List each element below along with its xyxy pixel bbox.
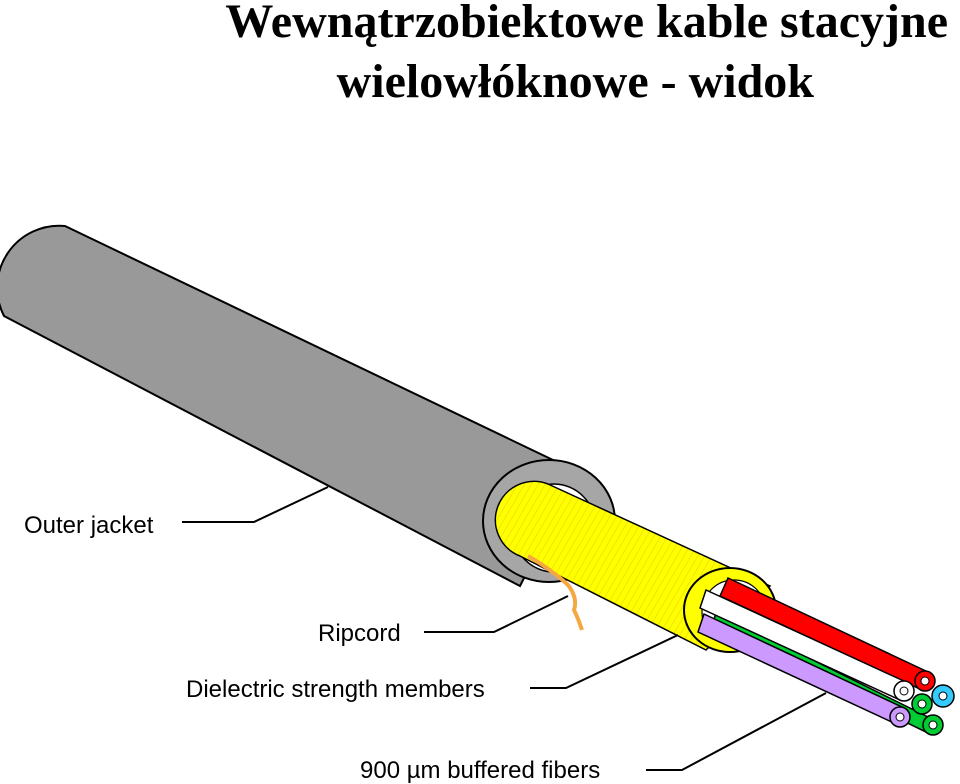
- fiber-ends: [889, 670, 955, 736]
- title-line-1: Wewnątrzobiektowe kable stacyjne: [225, 0, 948, 48]
- label-outer-jacket: Outer jacket: [24, 512, 154, 539]
- leader-ripcord: [424, 595, 569, 633]
- ripcord: [526, 554, 584, 631]
- label-buffered-fibers-prefix: 900: [360, 757, 407, 784]
- label-buffered-fibers: 900 µm buffered fibers: [360, 757, 600, 784]
- label-buffered-fibers-unit-symbol: µ: [407, 757, 421, 784]
- leader-buffered-fibers: [646, 692, 827, 771]
- label-strength-members: Dielectric strength members: [186, 676, 485, 703]
- leader-strength-members: [530, 634, 679, 689]
- outer-jacket: [0, 224, 580, 588]
- label-buffered-fibers-suffix: m buffered fibers: [421, 757, 601, 784]
- leader-outer-jacket: [182, 486, 329, 523]
- title-line-2: wielowłóknowe - widok: [336, 55, 814, 108]
- label-ripcord: Ripcord: [318, 620, 401, 647]
